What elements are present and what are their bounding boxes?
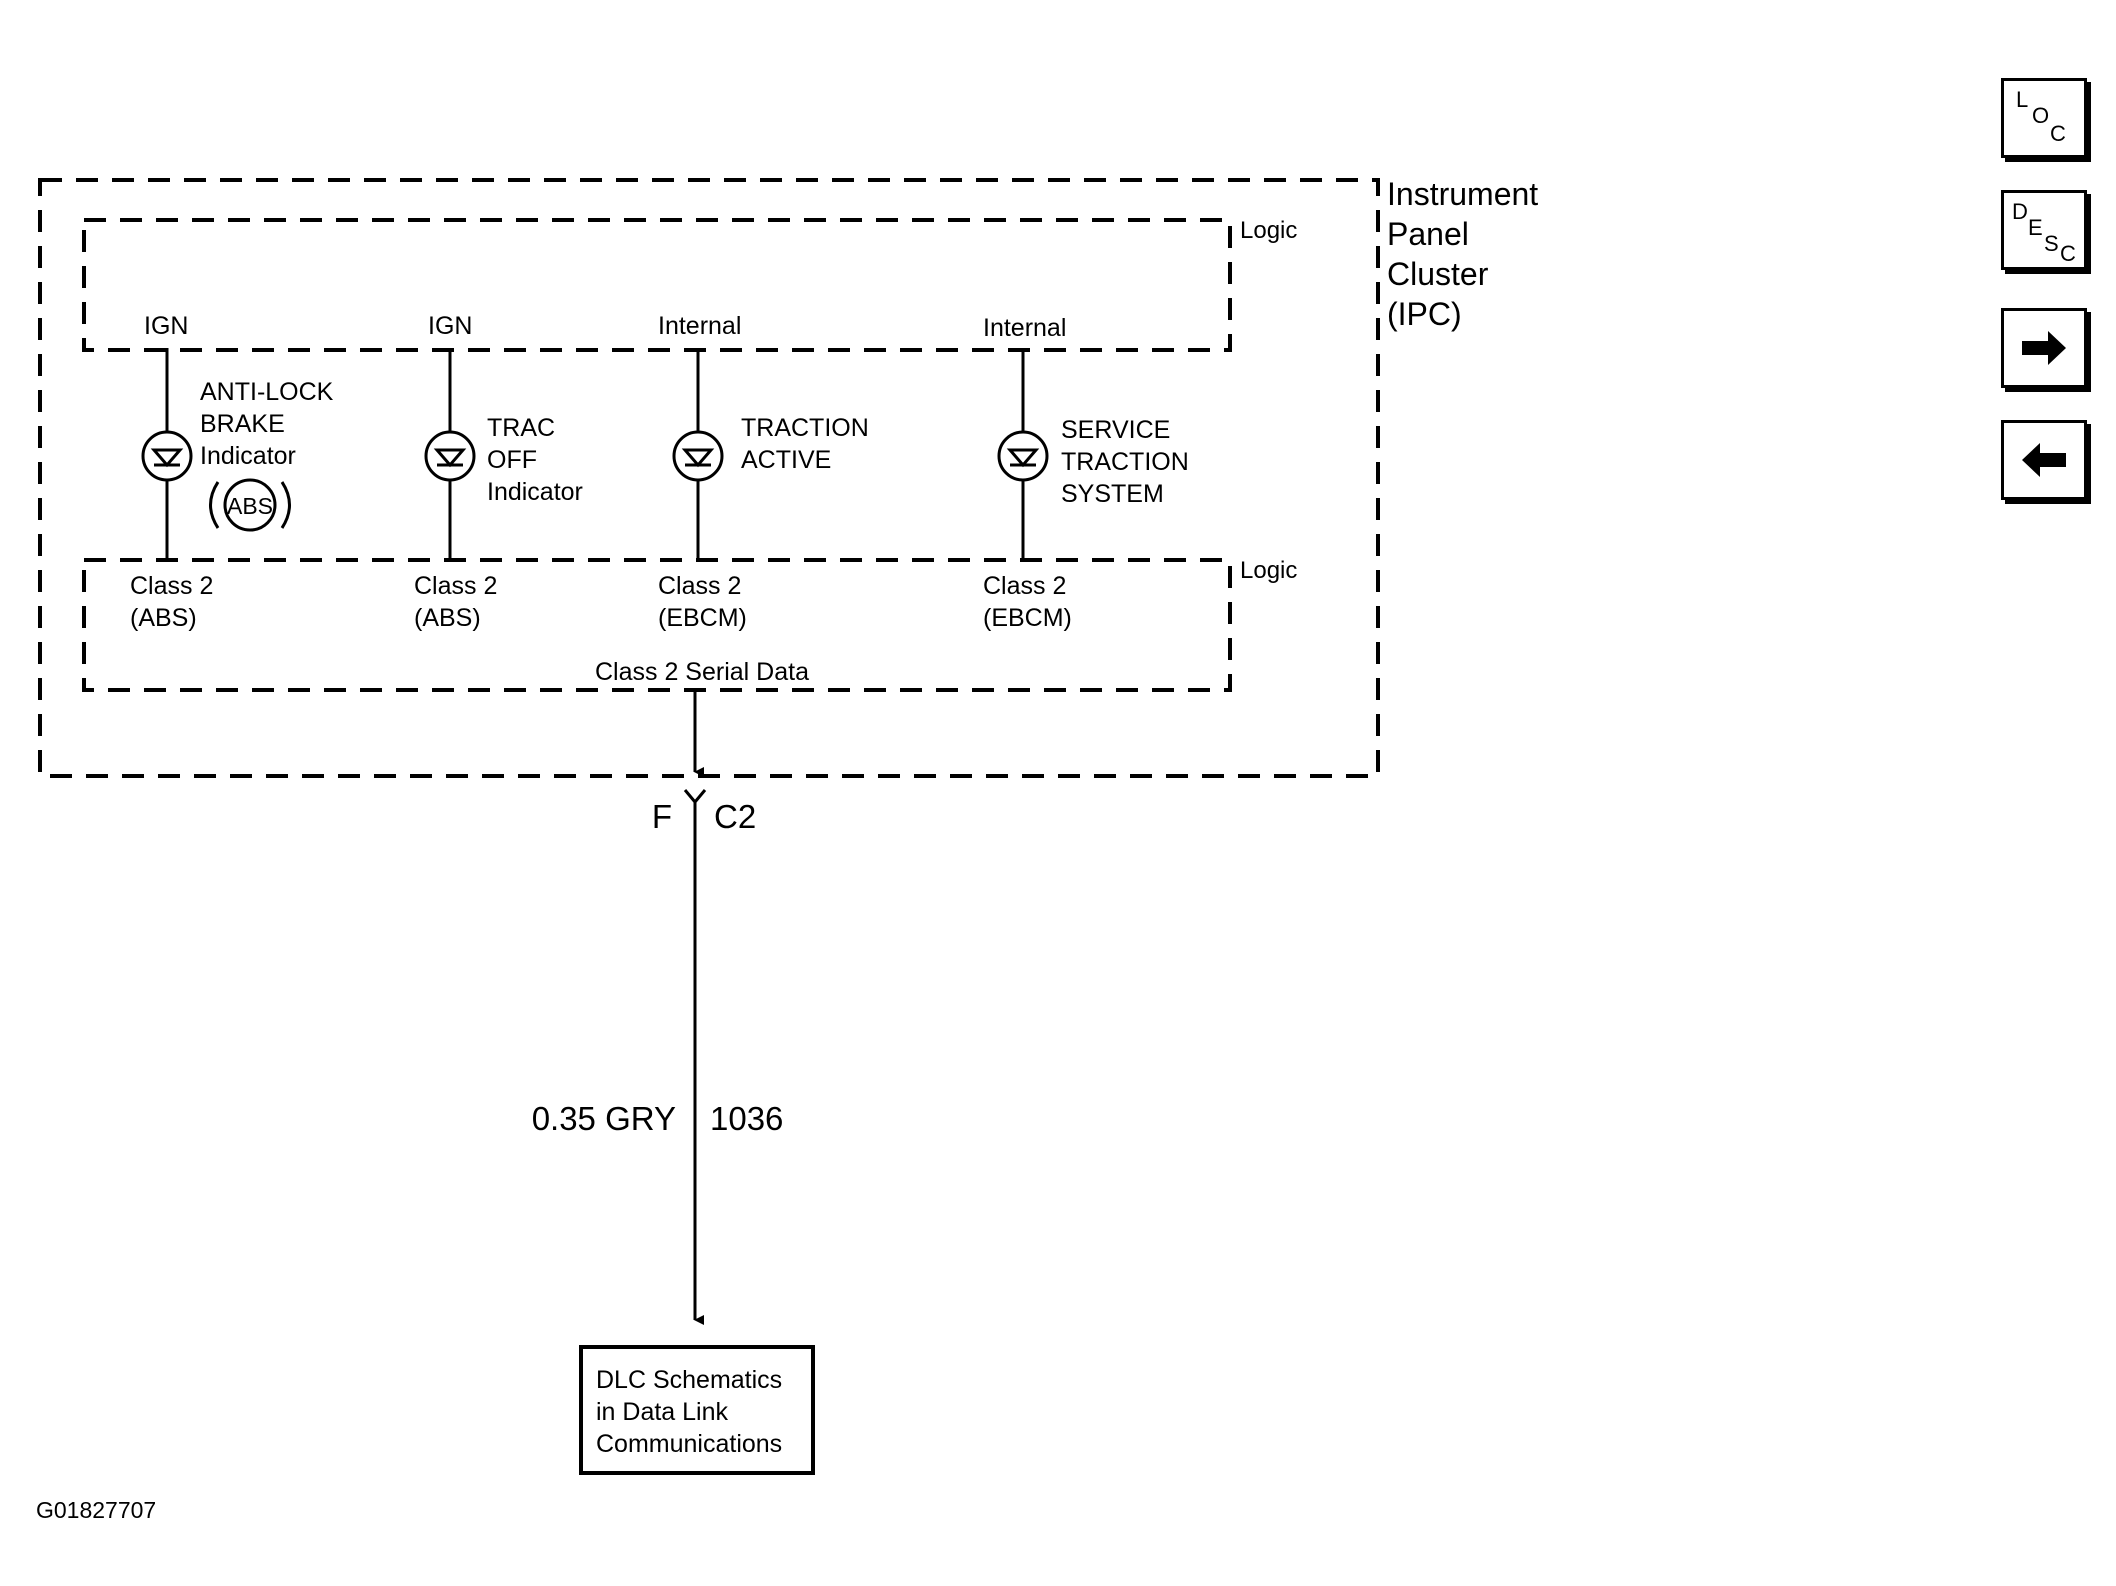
- dlc-reference-box: [579, 1345, 815, 1475]
- indicator-source-label: IGN: [144, 312, 188, 340]
- indicator-label-line: SERVICE: [1061, 416, 1170, 444]
- class-label-line: Class 2: [130, 572, 213, 600]
- module-name-line: Instrument: [1387, 176, 1538, 212]
- ipc-module-boundary: [38, 178, 1380, 778]
- dlc-reference-text: DLC Schematics in Data Link Communicatio…: [596, 1366, 789, 1458]
- indicator-lamp-symbol: [141, 430, 193, 482]
- indicator-label: TRAC OFF Indicator: [487, 414, 583, 506]
- indicator-service-traction-system: Internal SERVICE TRACTION SYSTEM Class 2…: [983, 314, 1196, 632]
- desc-letter: S: [2044, 231, 2059, 256]
- indicator-label-line: TRAC: [487, 414, 555, 442]
- logic-label-bottom: Logic: [1240, 557, 1297, 584]
- indicator-label-line: Indicator: [487, 478, 583, 506]
- indicator-lamp-symbol: [997, 430, 1049, 482]
- abs-warning-symbol: ABS: [209, 478, 291, 532]
- class-label-line: (ABS): [130, 604, 197, 632]
- indicator-label-line: TRACTION: [1061, 448, 1189, 476]
- desc-letter: E: [2028, 215, 2043, 240]
- class-label-line: (ABS): [414, 604, 481, 632]
- class-label-line: Class 2: [658, 572, 741, 600]
- circuit-number-label: 1036: [710, 1100, 783, 1137]
- dlc-reference-line: in Data Link: [596, 1398, 729, 1426]
- module-name-line: (IPC): [1387, 296, 1462, 332]
- class-label-line: (EBCM): [983, 604, 1072, 632]
- loc-letter: L: [2016, 87, 2029, 112]
- indicator-trac-off: IGN TRAC OFF Indicator Class 2 (ABS): [414, 312, 583, 632]
- wire-spec-label: 0.35 GRY: [532, 1100, 676, 1137]
- desc-letter: C: [2060, 241, 2076, 266]
- indicator-lamp-symbol: [424, 430, 476, 482]
- indicator-source-label: IGN: [428, 312, 472, 340]
- figure-id: G01827707: [36, 1497, 156, 1523]
- indicator-label: TRACTION ACTIVE: [741, 414, 876, 474]
- indicator-label-line: SYSTEM: [1061, 480, 1164, 508]
- indicator-label-line: BRAKE: [200, 410, 285, 438]
- logic-box-top: [82, 218, 1232, 352]
- class-label-line: (EBCM): [658, 604, 747, 632]
- abs-symbol-text: ABS: [227, 493, 273, 519]
- indicator-source-label: Internal: [983, 314, 1066, 342]
- connector-pin-label: F: [652, 798, 672, 835]
- indicator-label-line: TRACTION: [741, 414, 869, 442]
- class-label-line: Class 2: [414, 572, 497, 600]
- indicator-label-line: ACTIVE: [741, 446, 831, 474]
- desc-button[interactable]: D E S C: [2001, 190, 2087, 270]
- indicator-source-label: Internal: [658, 312, 741, 340]
- indicator-lamp-symbol: [672, 430, 724, 482]
- dlc-reference-line: DLC Schematics: [596, 1366, 782, 1394]
- indicator-class-label: Class 2 (ABS): [414, 572, 504, 632]
- logic-label-top: Logic: [1240, 217, 1297, 244]
- desc-letter: D: [2012, 199, 2028, 224]
- connector-symbol: [683, 789, 707, 805]
- logic-box-bottom: [82, 558, 1232, 692]
- loc-letter: O: [2032, 103, 2050, 128]
- indicator-label: SERVICE TRACTION SYSTEM: [1061, 416, 1196, 508]
- indicator-class-label: Class 2 (EBCM): [658, 572, 748, 632]
- indicator-anti-lock-brake: IGN ANTI-LOCK BRAKE Indicator ABS Class …: [130, 312, 340, 632]
- module-name: Instrument Panel Cluster (IPC): [1387, 176, 1547, 332]
- dlc-reference-line: Communications: [596, 1430, 782, 1458]
- indicator-traction-active: Internal TRACTION ACTIVE Class 2 (EBCM): [658, 312, 876, 632]
- indicator-class-label: Class 2 (ABS): [130, 572, 220, 632]
- serial-data-label: Class 2 Serial Data: [595, 658, 809, 686]
- loc-button[interactable]: L O C: [2001, 78, 2087, 158]
- indicator-label-line: ANTI-LOCK: [200, 378, 334, 406]
- indicator-class-label: Class 2 (EBCM): [983, 572, 1073, 632]
- next-button[interactable]: [2001, 308, 2087, 388]
- module-name-line: Cluster: [1387, 256, 1489, 292]
- indicator-label-line: OFF: [487, 446, 537, 474]
- indicator-label: ANTI-LOCK BRAKE Indicator: [200, 378, 340, 470]
- module-name-line: Panel: [1387, 216, 1469, 252]
- connector-name-label: C2: [714, 798, 756, 835]
- class-label-line: Class 2: [983, 572, 1066, 600]
- prev-button[interactable]: [2001, 420, 2087, 500]
- indicator-label-line: Indicator: [200, 442, 296, 470]
- loc-letter: C: [2050, 121, 2066, 146]
